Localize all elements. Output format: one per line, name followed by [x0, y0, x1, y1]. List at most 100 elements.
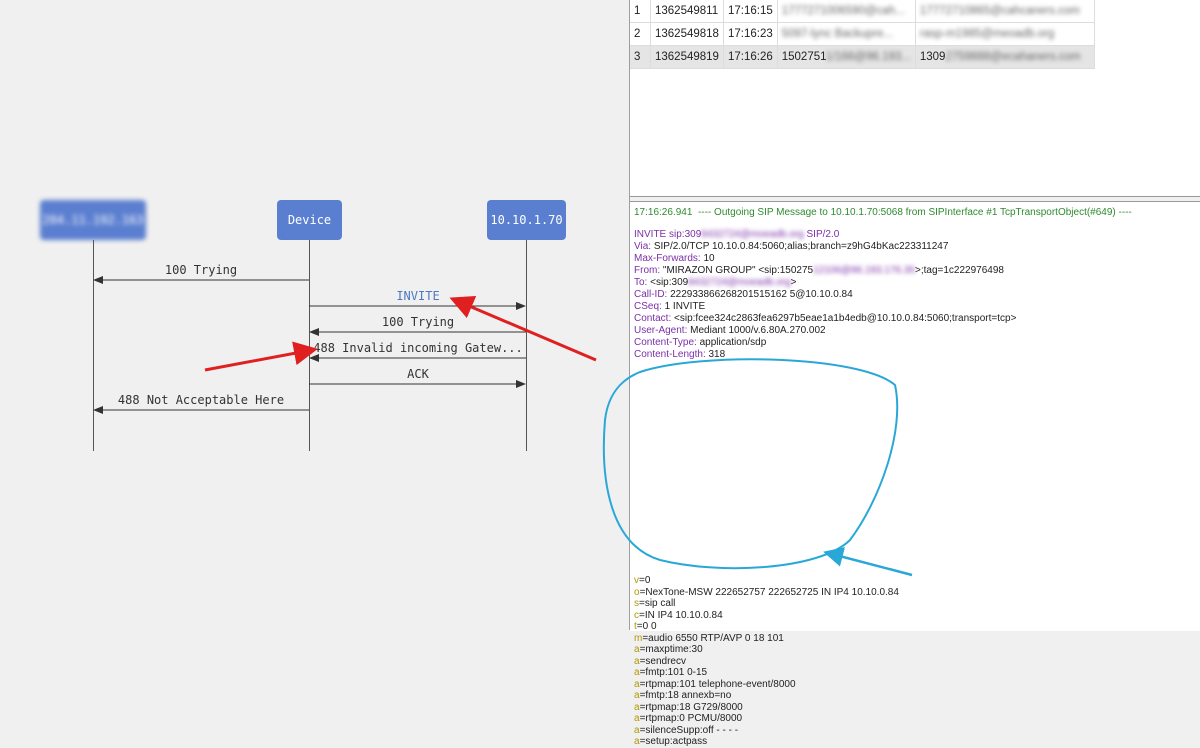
- header-value: <sip:fcee324c2863fea6297b5eae1a1b4edb@10…: [671, 313, 1017, 324]
- header-cseq: CSeq: 1 INVITE: [634, 301, 705, 313]
- message-arrows: [93, 276, 526, 414]
- from-cell: 5097-lync Backupre...: [777, 22, 916, 46]
- header-value-suffix: >;tag=1c222976498: [915, 265, 1004, 276]
- row-number: 3: [630, 45, 651, 69]
- message-label: 100 Trying: [381, 315, 455, 329]
- to-visible: 1309: [919, 51, 946, 63]
- header-name: Max-Forwards:: [634, 253, 701, 264]
- header-value: Mediant 1000/v.6.80A.270.002: [687, 325, 826, 336]
- sdp-line: a=fmtp:18 annexb=no: [634, 690, 731, 702]
- sdp-key: s: [634, 598, 639, 609]
- sdp-key: o: [634, 586, 640, 598]
- header-name: Contact:: [634, 313, 672, 324]
- request-suffix: SIP/2.0: [803, 229, 840, 240]
- sdp-value: =0: [639, 575, 651, 586]
- sdp-value: =audio 6550 RTP/AVP 0 18 101: [642, 632, 784, 644]
- header-call-id: Call-ID: 222933866268201515162 5@10.10.0…: [634, 289, 853, 301]
- message-label: INVITE: [396, 289, 440, 303]
- header-value: 318: [705, 349, 726, 360]
- header-from: From: "MIRAZON GROUP" <sip:15027512106@9…: [634, 265, 1004, 277]
- header-name: From:: [634, 265, 661, 276]
- from-cell: 1777271006590@cah...: [777, 0, 916, 23]
- header-to: To: <sip:3098432724@moeadb.org>: [634, 277, 797, 289]
- header-name: Via:: [634, 241, 652, 252]
- message-label: ACK: [407, 367, 429, 381]
- to-cell: rasp-m1985@meoadb.org: [915, 22, 1095, 46]
- sdp-value: =setup:actpass: [639, 736, 708, 747]
- header-max-forwards: Max-Forwards: 10: [634, 253, 715, 265]
- to-cell: 17772710865@cahcaners.com: [915, 0, 1095, 23]
- table-row[interactable]: 2 1362549818 17:16:23 5097-lync Backupre…: [630, 22, 1095, 46]
- sdp-value: =rtpmap:18 G729/8000: [639, 701, 743, 713]
- header-name: Content-Length:: [634, 349, 706, 360]
- header-name: User-Agent:: [634, 325, 688, 336]
- call-id-cell: 1362549811: [650, 0, 724, 23]
- pane-divider[interactable]: [629, 0, 630, 630]
- header-value: SIP/2.0/TCP 10.10.0.84:5060;alias;branch…: [651, 241, 949, 252]
- from-cell: 15027511/166@96.193...: [777, 45, 916, 69]
- header-value: 10: [700, 253, 715, 264]
- request-blurred: 8432724@moeadb.org: [701, 229, 804, 240]
- header-value: <sip:309: [647, 277, 689, 288]
- sdp-line: s=sip call: [634, 598, 675, 610]
- sdp-key: v: [634, 575, 639, 586]
- actor-remote-host: 204.11.192.163: [40, 200, 146, 240]
- header-content-type: Content-Type: application/sdp: [634, 337, 766, 349]
- request-line: INVITE sip:3098432724@moeadb.org SIP/2.0: [634, 229, 839, 241]
- header-blurred: 12106@96.193.176.35: [813, 265, 916, 276]
- to-cell: 13092759888@ecahaners.com: [915, 45, 1095, 69]
- sdp-line: a=rtpmap:101 telephone-event/8000: [634, 679, 796, 691]
- sdp-line: v=0: [634, 575, 650, 587]
- header-name: Call-ID:: [634, 289, 668, 300]
- row-number: 1: [630, 0, 651, 23]
- request-prefix: INVITE sip:309: [634, 229, 702, 240]
- sdp-line: a=rtpmap:0 PCMU/8000: [634, 713, 742, 725]
- sdp-line: a=maxptime:30: [634, 644, 703, 656]
- from-value: 1/166@96.193...: [825, 51, 911, 63]
- sdp-value: =fmtp:101 0-15: [639, 667, 708, 678]
- header-via: Via: SIP/2.0/TCP 10.10.0.84:5060;alias;b…: [634, 241, 948, 253]
- sip-message-panel[interactable]: 17:16:26.941 ---- Outgoing SIP Message t…: [630, 201, 1200, 747]
- from-visible: 1502751: [781, 51, 826, 63]
- sdp-line: t=0 0: [634, 621, 657, 633]
- message-label: 488 Not Acceptable Here: [117, 393, 285, 407]
- table-row-selected[interactable]: 3 1362549819 17:16:26 15027511/166@96.19…: [630, 45, 1095, 69]
- header-value: "MIRAZON GROUP" <sip:150275: [660, 265, 814, 276]
- sdp-key: m: [634, 632, 643, 644]
- sdp-value: =NexTone-MSW 222652757 222652725 IN IP4 …: [639, 586, 899, 598]
- row-number: 2: [630, 22, 651, 46]
- header-name: To:: [634, 277, 648, 288]
- sdp-line: a=fmtp:101 0-15: [634, 667, 707, 679]
- sdp-line: a=sendrecv: [634, 656, 686, 668]
- message-label: 488 Invalid incoming Gatew...: [313, 341, 523, 355]
- header-name: CSeq:: [634, 301, 662, 312]
- sdp-value: =sendrecv: [639, 655, 686, 667]
- actor-sip-server: 10.10.1.70: [487, 200, 566, 240]
- sdp-line: m=audio 6550 RTP/AVP 0 18 101: [634, 633, 784, 645]
- call-id-cell: 1362549818: [650, 22, 724, 46]
- message-status-line: 17:16:26.941 ---- Outgoing SIP Message t…: [634, 207, 1132, 218]
- sdp-line: c=IN IP4 10.10.0.84: [634, 610, 723, 622]
- to-value: rasp-m1985@meoadb.org: [919, 28, 1055, 40]
- sdp-value: =0 0: [636, 621, 657, 632]
- table-row[interactable]: 1 1362549811 17:16:15 1777271006590@cah.…: [630, 0, 1095, 23]
- time-cell: 17:16:26: [723, 45, 778, 69]
- header-contact: Contact: <sip:fcee324c2863fea6297b5eae1a…: [634, 313, 1016, 325]
- from-value: 5097-lync Backupre...: [781, 28, 893, 40]
- header-blurred: 8432724@moeadb.org: [688, 277, 791, 288]
- sdp-key: t: [634, 621, 637, 632]
- sdp-value: =maxptime:30: [639, 644, 703, 655]
- header-value-suffix: >: [790, 277, 797, 288]
- sdp-value: =sip call: [639, 598, 676, 609]
- sdp-value: =silenceSupp:off - - - -: [639, 724, 739, 736]
- from-value: 1777271006590@cah...: [781, 5, 905, 17]
- sdp-line: o=NexTone-MSW 222652757 222652725 IN IP4…: [634, 587, 899, 599]
- sdp-value: =IN IP4 10.10.0.84: [639, 609, 723, 621]
- lifeline-remote-host: [93, 240, 94, 451]
- sdp-value: =fmtp:18 annexb=no: [639, 690, 732, 701]
- time-cell: 17:16:15: [723, 0, 778, 23]
- sdp-key: c: [634, 609, 639, 621]
- call-id-cell: 1362549819: [650, 45, 724, 69]
- header-user-agent: User-Agent: Mediant 1000/v.6.80A.270.002: [634, 325, 826, 337]
- actor-device: Device: [277, 200, 342, 240]
